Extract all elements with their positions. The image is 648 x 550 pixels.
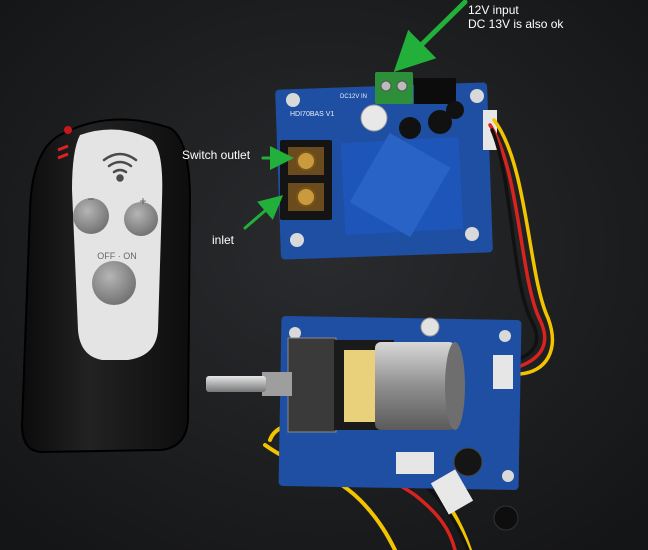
ir-led-icon [64,126,72,134]
ir-receiver-connector [430,469,474,515]
potentiometer-shaft [206,376,266,392]
dc-jack [414,78,456,104]
terminal-screw [296,151,316,171]
mount-hole [465,227,479,241]
header-connector [396,452,434,474]
minus-symbol: − [87,192,94,206]
plus-button[interactable] [124,202,158,236]
dc-input-terminal [375,72,413,104]
switch-outlet-annotation: Switch outlet [182,148,251,162]
motor-label [344,350,378,422]
power-button[interactable] [92,261,136,305]
header-connector [493,355,513,389]
capacitor [420,317,440,337]
relay-board: HDI70BAS V1 DC12V IN [275,72,497,260]
mount-hole [289,327,301,339]
potentiometer-body [287,337,337,433]
annotation-arrows [243,0,468,230]
capacitor [453,447,483,477]
ir-signal-icon [57,144,69,160]
input-voltage-line1: 12V input [468,3,519,17]
capacitor [446,101,464,119]
terminal-screw [296,187,316,207]
terminal-screw [380,80,392,92]
relay-sticker [349,132,451,238]
board-model-label: HDI70BAS V1 [290,111,334,118]
remote-control: − + OFF · ON [20,118,192,454]
terminal-screw [396,80,408,92]
remote-panel [72,129,163,360]
motor-can [375,342,455,430]
potentiometer-bushing [262,372,292,396]
control-board [206,315,522,531]
input-voltage-annotation: 12V input DC 13V is also ok [468,3,563,31]
mount-hole [290,233,304,247]
mount-hole [470,89,484,103]
plus-symbol: + [139,194,146,208]
ir-receiver-icon [493,505,519,531]
input-voltage-line2: DC 13V is also ok [468,17,564,31]
wifi-signal-icon [102,152,138,182]
power-label: OFF · ON [97,251,137,261]
green-arrow-icon [243,195,284,230]
capacitor [399,117,421,139]
minus-button[interactable] [73,198,109,234]
capacitor [360,104,388,132]
board-voltage-label: DC12V IN [340,94,367,100]
inlet-annotation: inlet [212,233,235,247]
mount-hole [499,330,511,342]
motor-end-cap [445,342,465,430]
green-arrow-icon [393,0,468,73]
capacitor [428,110,452,134]
mount-hole [286,93,300,107]
mount-hole [502,470,514,482]
